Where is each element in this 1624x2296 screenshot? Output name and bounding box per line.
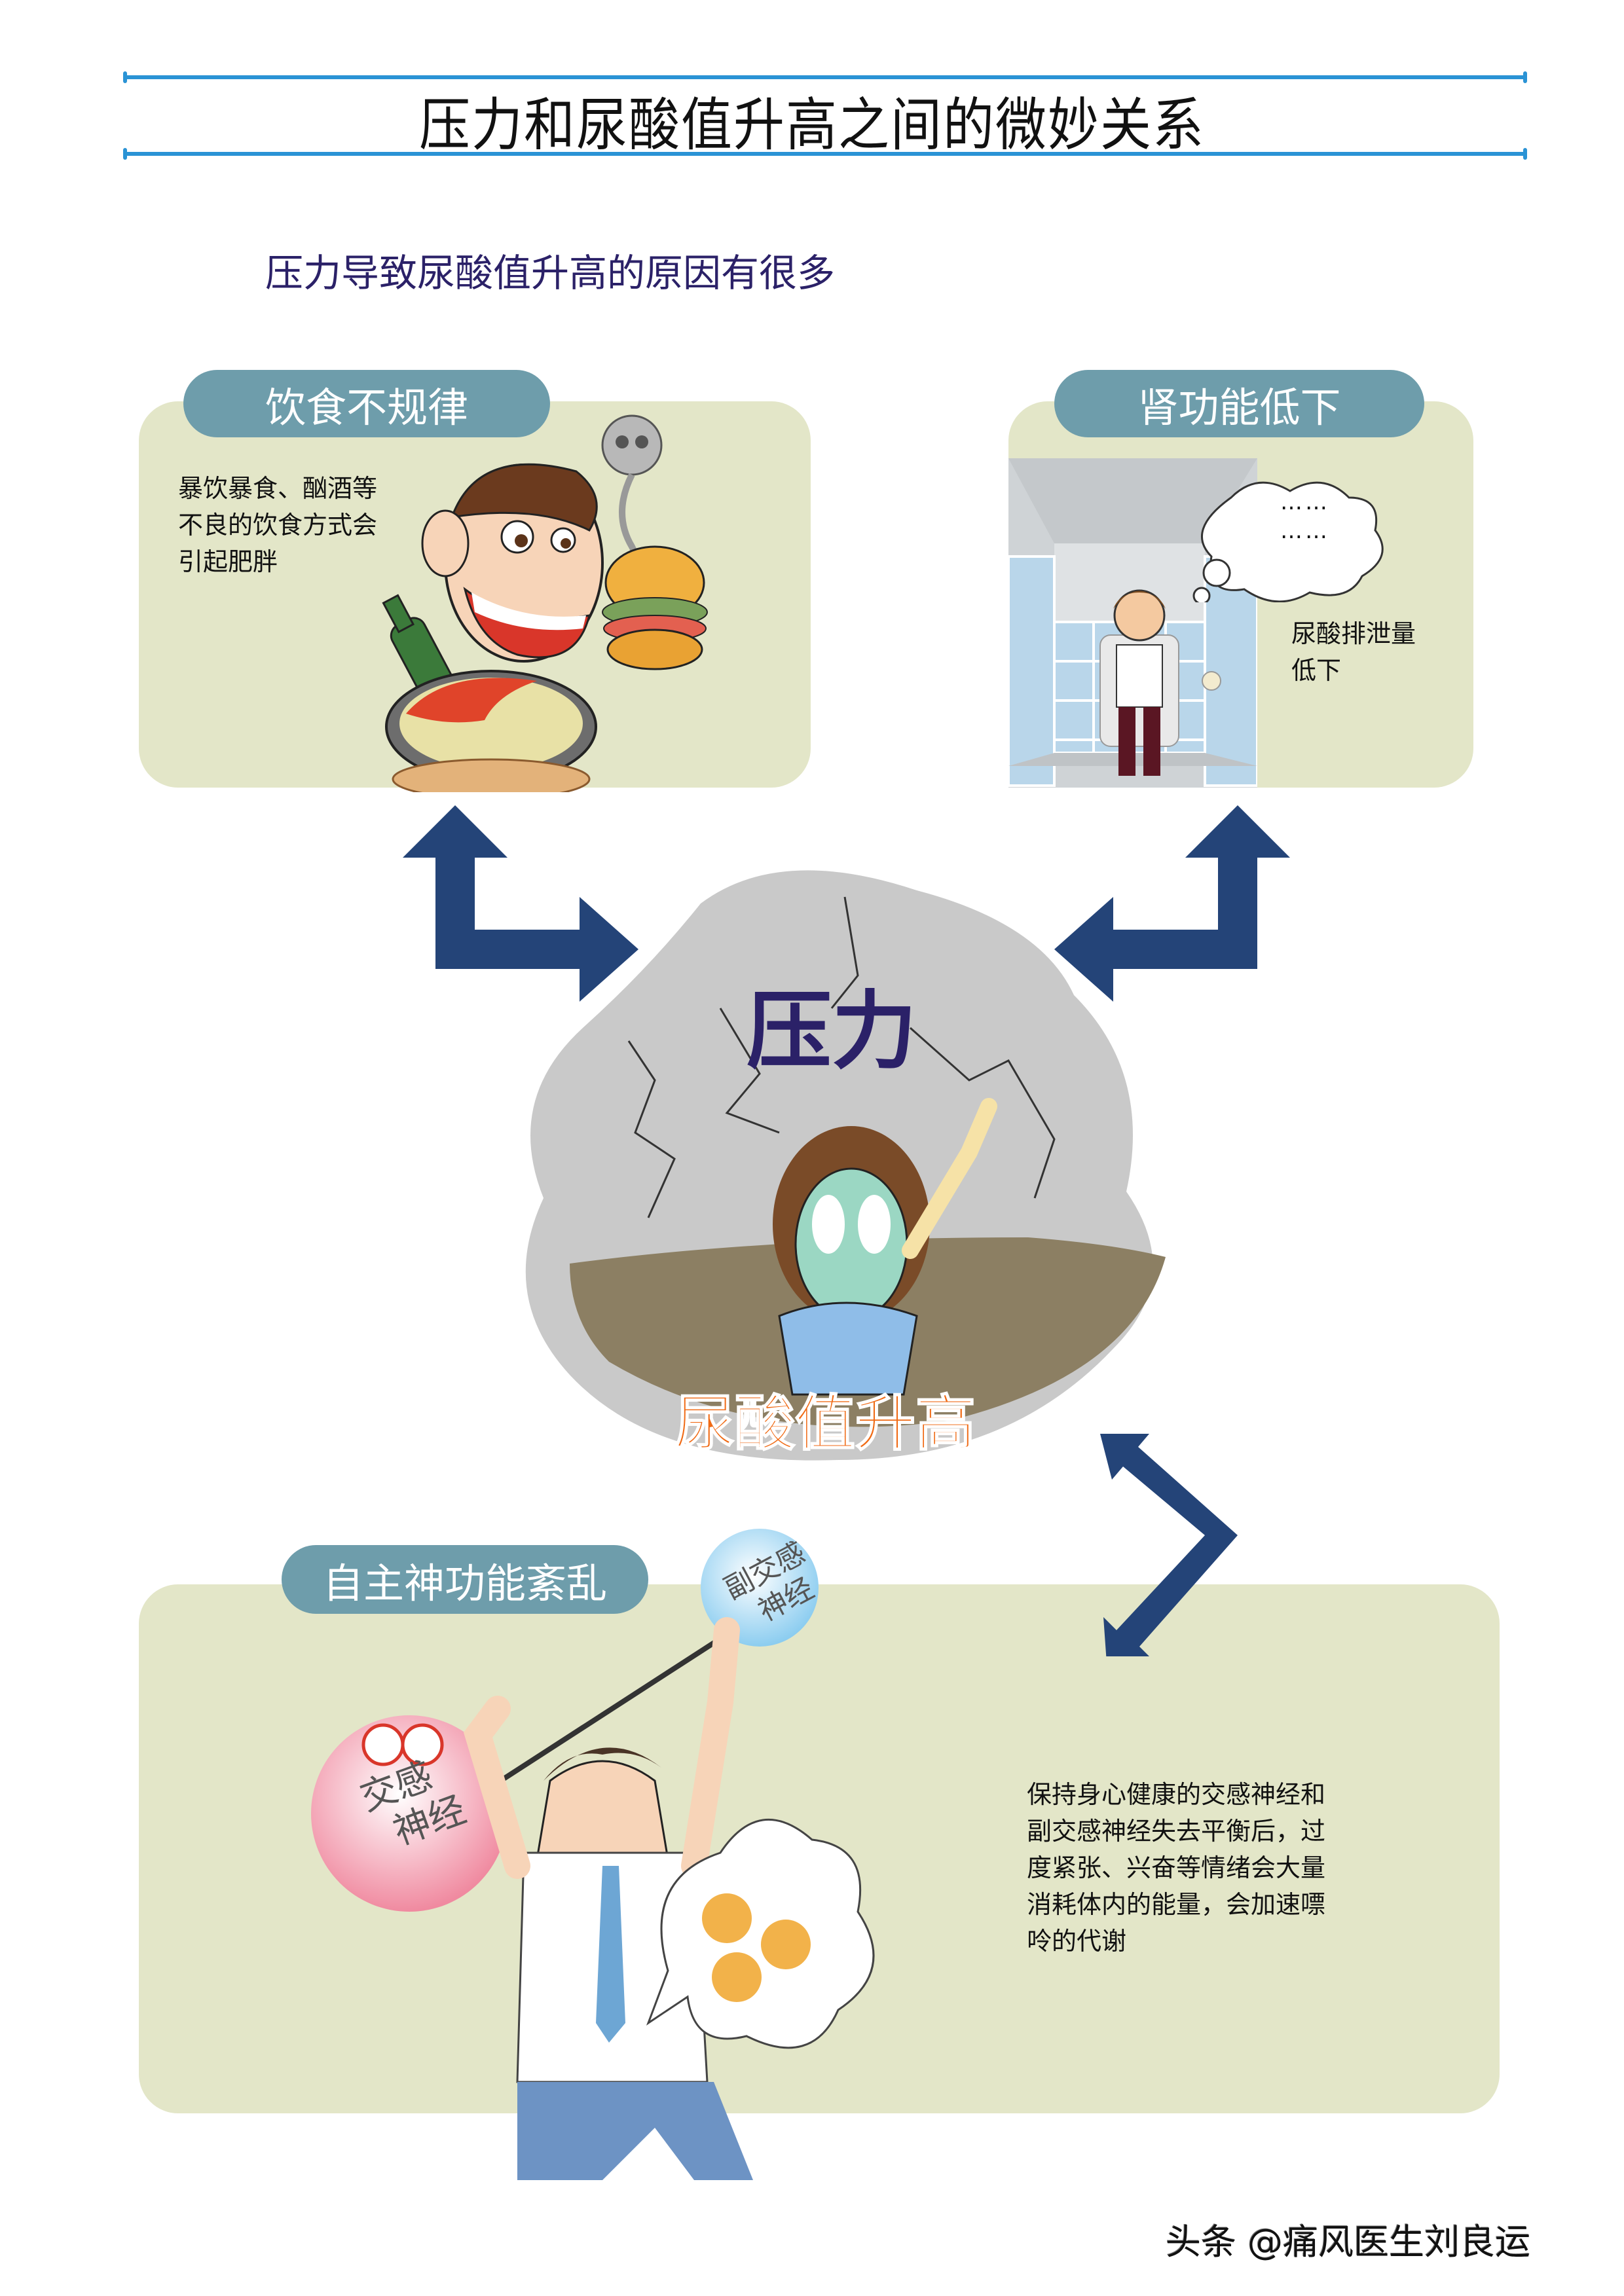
title-rule-top: [123, 71, 1527, 83]
arrow-stress-to-kidney: [1054, 805, 1290, 1002]
text-line: 不良的饮食方式会: [178, 511, 378, 539]
arrow-stress-to-diet: [403, 805, 638, 1002]
text-line: ……: [1280, 489, 1330, 515]
center-label-uric-acid: 尿酸值升高: [674, 1388, 976, 1459]
panel-kidney-title: 肾功能低下: [1054, 370, 1424, 437]
text-line: 引起肥胖: [178, 547, 278, 576]
text-line: 低下: [1291, 656, 1342, 685]
stress-rock-illustration: [525, 870, 1166, 1461]
center-label-stress: 压力: [747, 981, 917, 1081]
text-line: 呤的代谢: [1027, 1927, 1127, 1956]
eating-man-illustration: [382, 414, 708, 792]
panel-diet-title: 饮食不规律: [183, 370, 550, 437]
text-line: 保持身心健康的交感神经和: [1027, 1780, 1326, 1809]
weightlifter-illustration: [311, 1529, 875, 2180]
panel-autonomic-title: 自主神功能紊乱: [282, 1545, 648, 1614]
panel-diet-title-text: 饮食不规律: [265, 383, 468, 431]
panel-autonomic-text: 保持身心健康的交感神经和 副交感神经失去平衡后，过 度紧张、兴奋等情绪会大量 消…: [1027, 1776, 1325, 1959]
watermark: 头条 @痛风医生刘良运: [1166, 2221, 1531, 2263]
thought-bubble: [1192, 481, 1384, 602]
panel-autonomic-title-text: 自主神功能紊乱: [322, 1559, 607, 1607]
subtitle: 压力导致尿酸值升高的原因有很多: [265, 251, 836, 295]
text-line: 副交感神经失去平衡后，过: [1027, 1817, 1326, 1846]
panel-kidney-title-text: 肾功能低下: [1137, 383, 1341, 431]
thought-bubble-text: …… ……: [1280, 488, 1330, 545]
text-line: 尿酸排泄量: [1291, 619, 1416, 648]
title-rule-bottom: [123, 148, 1527, 160]
arrow-stress-to-autonomic: [1100, 1434, 1238, 1656]
panel-diet-text: 暴饮暴食、酗酒等 不良的饮食方式会 引起肥胖: [178, 470, 377, 580]
text-line: 度紧张、兴奋等情绪会大量: [1027, 1853, 1326, 1882]
text-line: 消耗体内的能量，会加速嘌: [1027, 1890, 1326, 1919]
text-line: ……: [1280, 518, 1330, 544]
panel-kidney-text: 尿酸排泄量 低下: [1291, 615, 1416, 689]
text-line: 暴饮暴食、酗酒等: [178, 474, 378, 503]
page-title: 压力和尿酸值升高之间的微妙关系: [418, 92, 1205, 159]
